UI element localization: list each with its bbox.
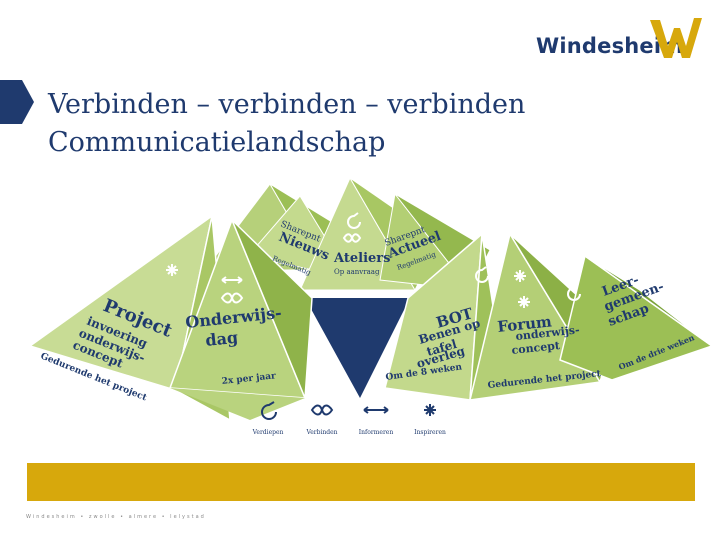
ateliers-title: Ateliers — [333, 251, 390, 266]
verbinden-icon — [220, 292, 244, 304]
inspireren-icon — [514, 270, 526, 282]
onderwijsdag-pyramid — [168, 217, 313, 420]
legend-label-informeren: Informeren — [359, 429, 394, 436]
footer-text: Windesheim • zwolle • almere • lelystad — [26, 514, 206, 520]
verbinden-icon — [342, 233, 362, 243]
verdiepen-icon — [567, 284, 581, 301]
ateliers-base: Op aanvraag — [334, 268, 380, 276]
legend-label-verdiepen: Verdiepen — [252, 429, 284, 436]
inspireren-icon — [166, 264, 178, 276]
verdiepen-icon — [475, 266, 489, 283]
title-line-2: Communicatielandschap — [48, 127, 386, 158]
leergemeenschap-pyramid — [559, 254, 714, 381]
title-line-1: Verbinden – verbinden – verbinden — [48, 89, 526, 120]
onderwijsdag-title-2: dag — [204, 328, 239, 350]
legend-label-inspireren: Inspireren — [414, 429, 446, 436]
inspireren-icon — [518, 296, 530, 308]
legend-label-verbinden: Verbinden — [305, 429, 337, 436]
footer-band — [27, 463, 695, 501]
informeren-icon — [363, 406, 389, 414]
legend — [261, 401, 436, 420]
windesheim-logo: Windesheim — [530, 14, 705, 64]
inspireren-icon — [424, 404, 436, 416]
forum-title: Forum — [497, 312, 553, 336]
slide-marker-icon — [0, 80, 34, 124]
verdiepen-icon — [347, 212, 361, 229]
verdiepen-icon — [261, 401, 277, 420]
informeren-icon — [221, 276, 243, 284]
windesheim-w-icon — [650, 18, 702, 58]
slide-title: Verbinden – verbinden – verbinden Commun… — [48, 86, 525, 162]
forum-subtitle-2: concept — [511, 339, 562, 357]
center-navy-triangle — [305, 298, 410, 398]
verbinden-icon — [310, 404, 334, 416]
communicatielandschap-diagram: Project invoering onderwijs- concept Ged… — [28, 176, 714, 436]
